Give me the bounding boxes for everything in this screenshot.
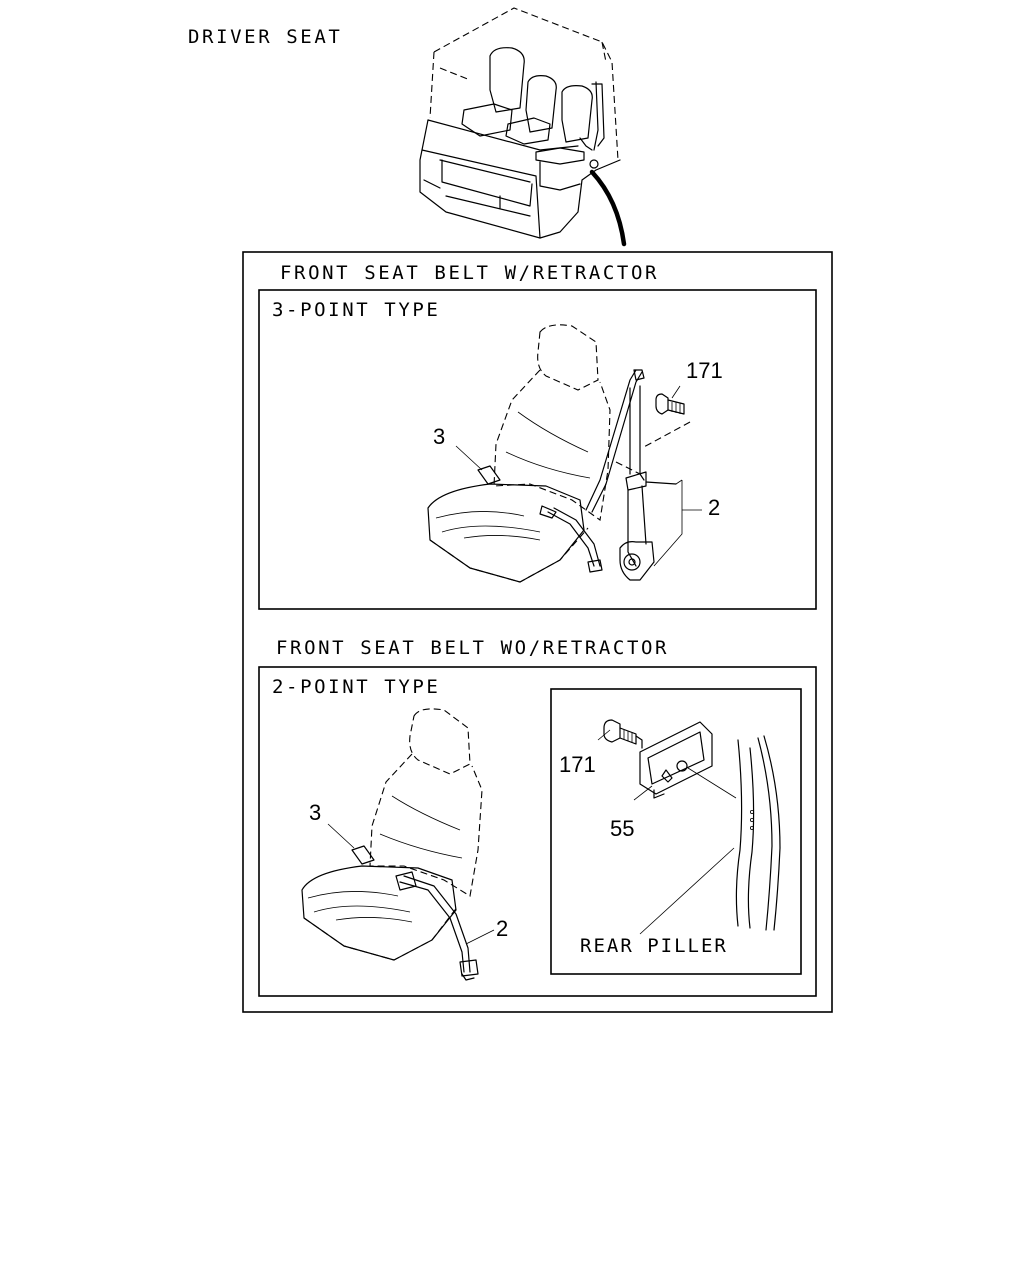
type-3point-label: 3-POINT TYPE <box>272 299 440 321</box>
seat-2point-illustration <box>301 708 495 981</box>
callout-55: 55 <box>610 816 634 841</box>
callout-3-top: 3 <box>433 424 445 449</box>
outer-frame <box>242 251 833 1013</box>
driver-seat-label: DRIVER SEAT <box>188 26 342 48</box>
callout-171-top: 171 <box>686 358 723 383</box>
callout-2-bottom: 2 <box>496 916 508 941</box>
callout-3-bottom: 3 <box>309 800 321 825</box>
callout-2-top: 2 <box>708 495 720 520</box>
panel-2point <box>258 666 817 997</box>
section-title-with-retractor: FRONT SEAT BELT W/RETRACTOR <box>280 262 659 284</box>
rear-pillar-inset <box>550 688 802 975</box>
seat-3point-illustration <box>427 324 702 583</box>
panel-3point <box>258 289 817 610</box>
section-title-without-retractor: FRONT SEAT BELT WO/RETRACTOR <box>276 637 669 659</box>
callout-171-bottom: 171 <box>559 752 596 777</box>
type-2point-label: 2-POINT TYPE <box>272 676 440 698</box>
rear-pillar-illustration <box>597 719 781 935</box>
cab-overview-illustration <box>419 7 627 247</box>
rear-pillar-label: REAR PILLER <box>580 935 728 957</box>
